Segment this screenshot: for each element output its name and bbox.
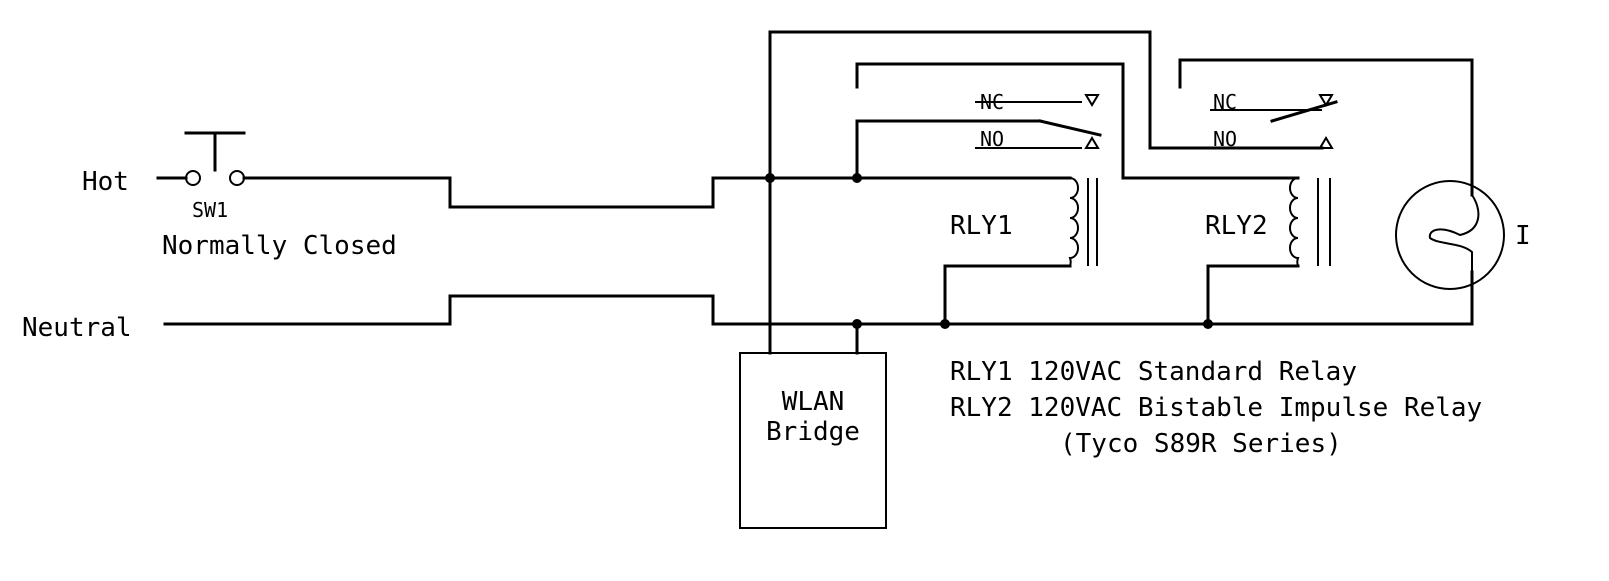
rly2-armature [1270, 100, 1338, 123]
junction-dot [1203, 319, 1213, 329]
lamp-icon [1395, 180, 1505, 326]
rly2-label: RLY2 [1205, 211, 1268, 241]
note-line3: (Tyco S89R Series) [1060, 429, 1342, 459]
hot-line [156, 176, 1072, 209]
rly2-contacts [1178, 58, 1474, 197]
sw1-label: SW1 [192, 198, 228, 222]
junction-dots [765, 173, 1213, 329]
neutral-line [163, 294, 1474, 326]
junction-dot [940, 319, 950, 329]
rly1-nc-contact [1084, 94, 1100, 107]
rly1-contacts [855, 62, 1300, 180]
rly2-nc-label: NC [1213, 90, 1237, 114]
lamp-label: I [1515, 221, 1531, 251]
note-line1: RLY1 120VAC Standard Relay [950, 357, 1357, 387]
rly2-no-contact [1318, 136, 1334, 149]
note-line2: RLY2 120VAC Bistable Impulse Relay [950, 393, 1482, 423]
top-loop-wire [768, 30, 1324, 180]
rly1-nc-label: NC [980, 90, 1004, 114]
rly1-armature [1038, 119, 1102, 137]
wlan-label-line1: WLAN [782, 387, 845, 417]
neutral-label: Neutral [22, 313, 132, 343]
junction-dot [852, 173, 862, 183]
rly2-coil [1206, 177, 1331, 326]
rly1-no-contact [1084, 136, 1100, 149]
rly1-no-label: NO [980, 127, 1004, 151]
sw1-switch [184, 131, 246, 186]
wlan-label-line2: Bridge [766, 417, 860, 447]
sw1-terminal-left [185, 170, 201, 186]
rly2-nc-contact [1318, 94, 1334, 107]
junction-dot [852, 319, 862, 329]
wlan-bridge [739, 176, 887, 529]
junction-dot [765, 173, 775, 183]
rly1-label: RLY1 [950, 211, 1013, 241]
rly1-coil [943, 177, 1098, 326]
rly2-no-label: NO [1213, 127, 1237, 151]
sw1-terminal-right [229, 170, 245, 186]
hot-label: Hot [82, 167, 129, 197]
sw1-type-label: Normally Closed [162, 231, 397, 261]
